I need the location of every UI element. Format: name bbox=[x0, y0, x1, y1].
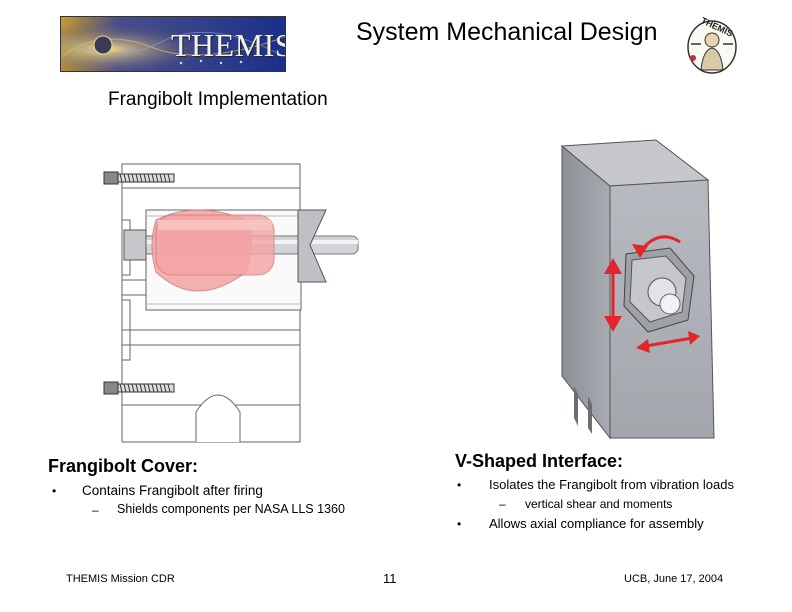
sub-bullet-marker: – bbox=[92, 503, 99, 517]
footer-date: UCB, June 17, 2004 bbox=[624, 573, 724, 585]
sub-bullet-marker: – bbox=[499, 497, 506, 511]
right-bullet-text: Isolates the Frangibolt from vibration l… bbox=[489, 477, 734, 492]
top-screw bbox=[103, 171, 175, 185]
footer-mission: THEMIS Mission CDR bbox=[66, 573, 175, 585]
v-shaped-interface-render bbox=[548, 136, 728, 440]
v-shaped-interface-heading: V-Shaped Interface: bbox=[455, 451, 624, 471]
themis-seal-icon: THEMIS bbox=[683, 14, 741, 76]
logo-text: THEMIS bbox=[171, 27, 286, 63]
logo-background bbox=[61, 17, 285, 71]
bullet-marker: • bbox=[457, 478, 462, 492]
frangibolt-cover-diagram bbox=[96, 160, 360, 445]
horizontal-shear-arrow-icon bbox=[636, 331, 700, 353]
frangibolt-body bbox=[151, 209, 275, 292]
right-bullet-text: Allows axial compliance for assembly bbox=[489, 516, 704, 531]
vertical-shear-arrow-icon bbox=[604, 258, 622, 332]
bullet-marker: • bbox=[52, 484, 57, 498]
rotation-arrow-icon bbox=[632, 235, 681, 258]
left-sub-bullet-text: Shields components per NASA LLS 1360 bbox=[117, 502, 345, 516]
right-sub-bullet-text: vertical shear and moments bbox=[525, 497, 673, 511]
bottom-screw bbox=[103, 381, 175, 395]
bullet-marker: • bbox=[457, 517, 462, 531]
left-bullet-text: Contains Frangibolt after firing bbox=[82, 483, 263, 498]
page-number: 11 bbox=[383, 571, 397, 586]
slide-title: System Mechanical Design bbox=[356, 18, 658, 46]
slide-subtitle: Frangibolt Implementation bbox=[108, 89, 328, 110]
frangibolt-cover-heading: Frangibolt Cover: bbox=[48, 456, 199, 476]
themis-logo: THEMIS bbox=[60, 16, 286, 72]
